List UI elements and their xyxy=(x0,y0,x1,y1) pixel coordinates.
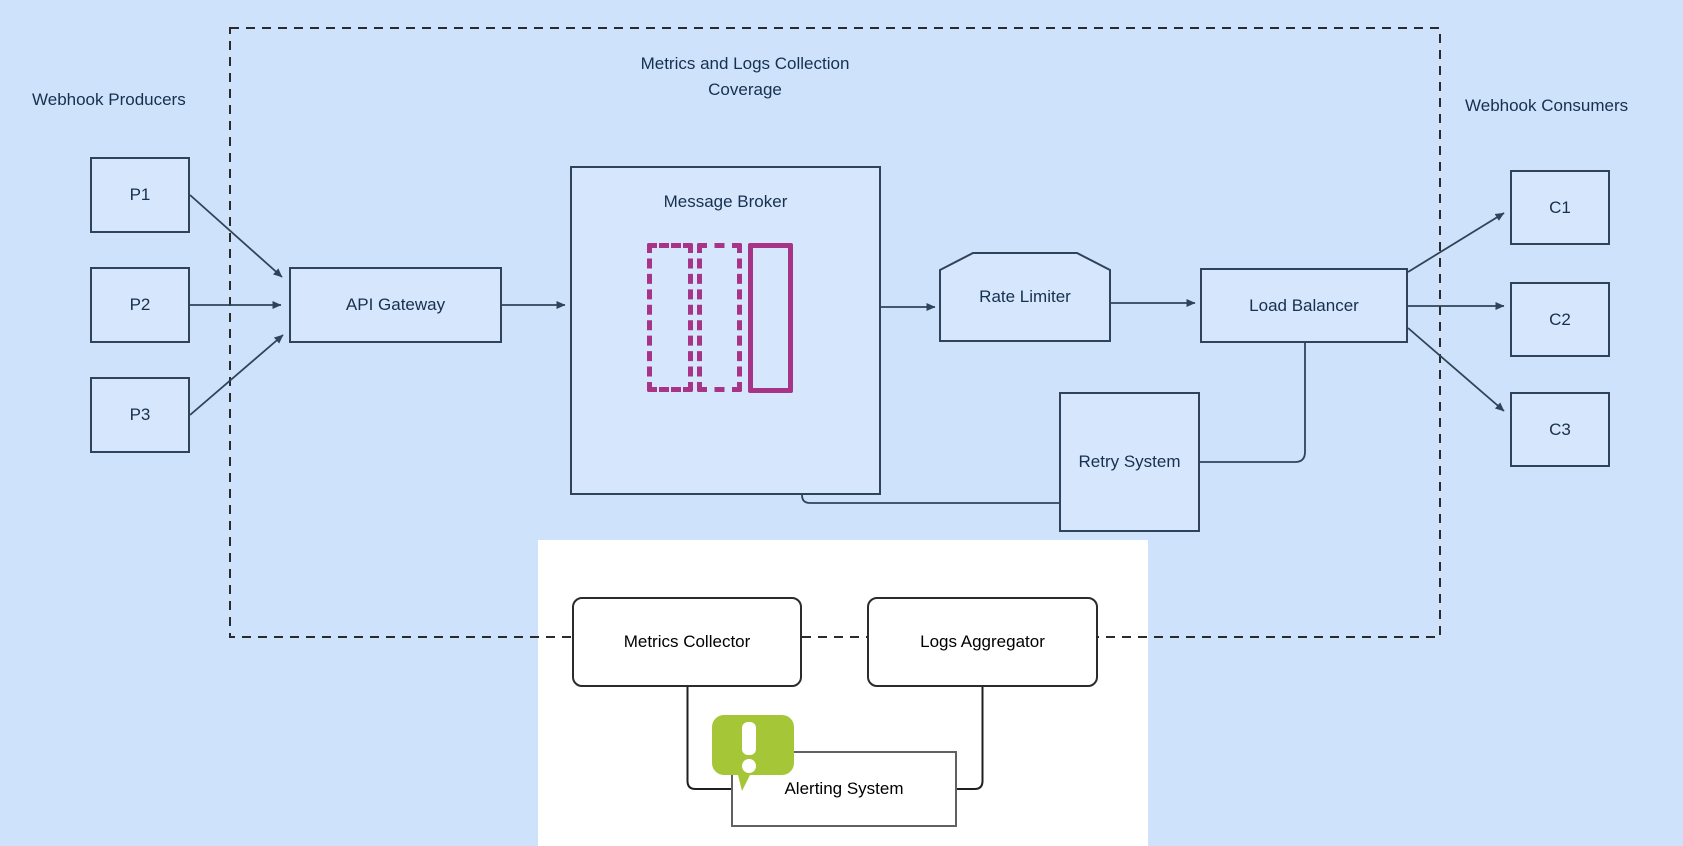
queue-dashed-bar-icon xyxy=(697,243,742,392)
node-label: Logs Aggregator xyxy=(920,632,1045,651)
node-load-balancer: Load Balancer xyxy=(1200,268,1408,343)
node-consumer-c3: C3 xyxy=(1510,392,1610,467)
node-label: P3 xyxy=(129,405,151,424)
consumers-group-label: Webhook Consumers xyxy=(1465,96,1629,115)
connector-load-balancer-to-c3 xyxy=(1407,327,1505,412)
connector-load-balancer-to-c1 xyxy=(1407,212,1505,273)
coverage-title-line1: Metrics and Logs Collection xyxy=(640,54,850,73)
node-message-broker: Message Broker xyxy=(570,166,881,495)
node-label: P2 xyxy=(129,295,151,314)
connector-p3-to-api-gateway xyxy=(189,334,284,416)
connector-p1-to-api-gateway xyxy=(189,194,283,278)
node-label: C1 xyxy=(1549,197,1571,217)
node-label: Rate Limiter xyxy=(979,287,1071,306)
producers-group-label: Webhook Producers xyxy=(32,90,186,109)
node-label: Retry System xyxy=(1078,452,1181,471)
node-logs-aggregator: Logs Aggregator xyxy=(867,597,1098,687)
node-producer-p2: P2 xyxy=(90,267,190,343)
queue-solid-bar-icon xyxy=(748,243,793,393)
node-rate-limiter: Rate Limiter xyxy=(940,253,1110,341)
node-alerting-system: Alerting System xyxy=(731,751,957,827)
node-label: API Gateway xyxy=(345,295,446,314)
queue-dashed-bar-icon xyxy=(647,243,693,392)
connector-load-balancer-to-retry-system xyxy=(1200,343,1306,463)
node-consumer-c1: C1 xyxy=(1510,170,1610,245)
connector-message-broker-to-retry-system xyxy=(801,494,1059,504)
node-producer-p1: P1 xyxy=(90,157,190,233)
node-label: Message Broker xyxy=(663,192,788,211)
node-consumer-c2: C2 xyxy=(1510,282,1610,357)
node-label: Alerting System xyxy=(784,779,904,798)
node-label: Metrics Collector xyxy=(623,632,751,651)
node-label: Load Balancer xyxy=(1249,295,1359,315)
node-label: P1 xyxy=(129,185,151,204)
node-metrics-collector: Metrics Collector xyxy=(572,597,802,687)
node-api-gateway: API Gateway xyxy=(289,267,502,343)
coverage-title-line2: Coverage xyxy=(708,80,782,99)
coverage-box-title: Metrics and Logs Collection Coverage xyxy=(545,51,945,103)
node-retry-system: Retry System xyxy=(1059,392,1200,532)
node-label: C3 xyxy=(1549,419,1571,439)
node-producer-p3: P3 xyxy=(90,377,190,453)
node-label: C2 xyxy=(1549,309,1571,329)
